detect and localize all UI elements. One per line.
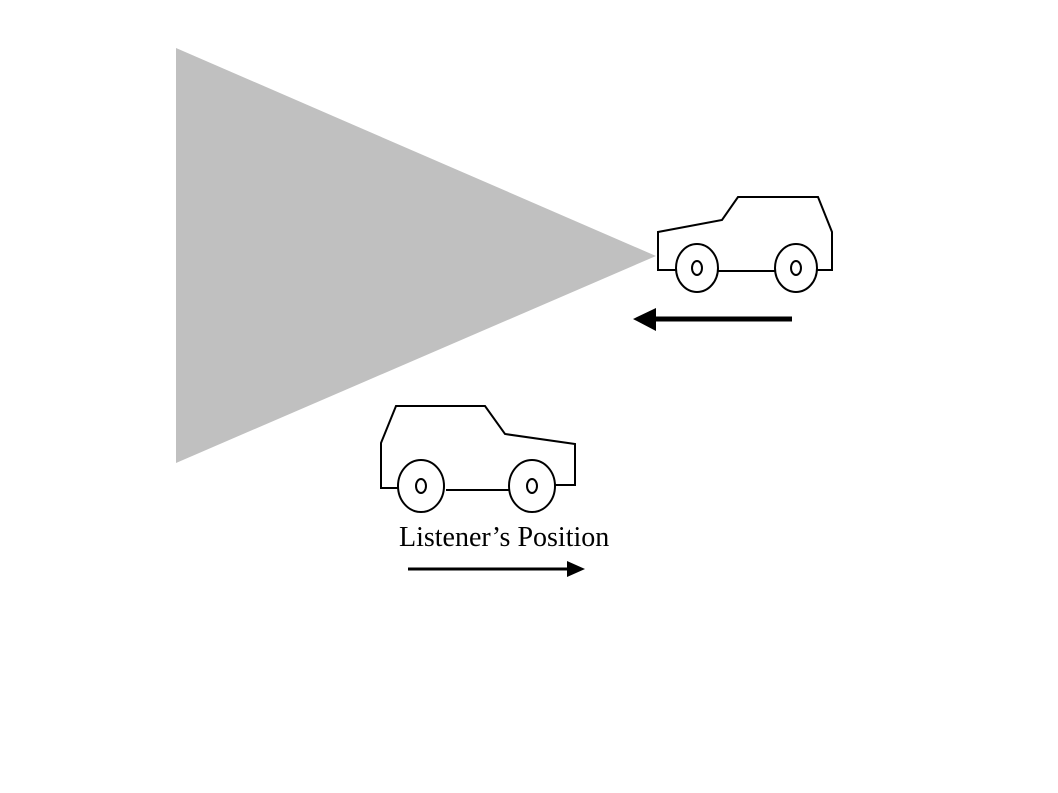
source-arrow-head	[633, 308, 656, 331]
sound-cone	[176, 48, 656, 463]
listener-position-label: Listener’s Position	[399, 522, 610, 553]
source-car	[657, 196, 833, 293]
source-direction-arrow	[633, 308, 792, 331]
source-car-rear-hub	[691, 260, 703, 276]
listener-car-front-hub	[526, 478, 538, 494]
listener-car	[380, 405, 576, 513]
listener-arrow-head	[567, 561, 585, 577]
listener-car-rear-hub	[415, 478, 427, 494]
source-car-front-hub	[790, 260, 802, 276]
listener-direction-arrow	[408, 561, 585, 577]
